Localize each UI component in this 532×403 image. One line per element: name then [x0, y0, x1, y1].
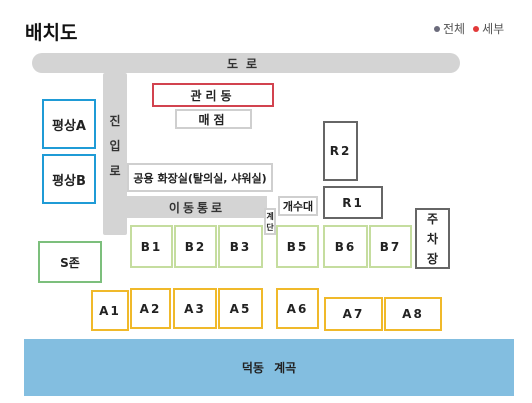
- legend-all-dot-icon: [434, 25, 440, 32]
- zone-r2[interactable]: R2: [323, 121, 358, 181]
- public-toilet[interactable]: 공용 화장실(탈의실, 샤워실): [127, 163, 273, 192]
- zone-a2[interactable]: A2: [130, 288, 171, 329]
- page-title: 배치도: [25, 22, 78, 44]
- legend-all-label: 전체: [443, 22, 466, 36]
- zone-b5[interactable]: B5: [276, 225, 319, 268]
- zone-b1[interactable]: B1: [130, 225, 173, 268]
- road-entry-char: 진: [109, 114, 121, 128]
- zone-s[interactable]: S존: [38, 241, 102, 283]
- parking-char: 차: [426, 232, 439, 246]
- zone-a1[interactable]: A1: [91, 290, 129, 331]
- legend-detail-label: 세부: [482, 22, 505, 36]
- stairs[interactable]: 계 단: [264, 208, 276, 235]
- sink[interactable]: 개수대: [278, 196, 318, 216]
- shop[interactable]: 매점: [175, 109, 252, 129]
- office-building[interactable]: 관리동: [152, 83, 274, 107]
- road-entry-label: 진 입 로: [103, 112, 127, 179]
- zone-a7[interactable]: A7: [324, 297, 383, 331]
- zone-a6[interactable]: A6: [276, 288, 319, 329]
- zone-a5[interactable]: A5: [218, 288, 263, 329]
- zone-b3[interactable]: B3: [218, 225, 263, 268]
- road-entry: [103, 73, 127, 235]
- stairs-char: 계: [266, 211, 274, 221]
- stream: 덕동 계곡: [24, 339, 514, 396]
- zone-a3[interactable]: A3: [173, 288, 217, 329]
- zone-r1[interactable]: R1: [323, 186, 383, 219]
- legend-detail[interactable]: 세부: [473, 20, 504, 37]
- road-entry-char: 입: [109, 139, 121, 153]
- zone-pyeongsang-a[interactable]: 평상A: [42, 99, 96, 149]
- road-entry-char: 로: [109, 164, 121, 178]
- zone-b7[interactable]: B7: [369, 225, 412, 268]
- zone-b6[interactable]: B6: [323, 225, 368, 268]
- legend-detail-dot-icon: [473, 25, 480, 32]
- road-top: 도로: [32, 53, 460, 73]
- zone-a8[interactable]: A8: [384, 297, 442, 331]
- zone-pyeongsang-b[interactable]: 평상B: [42, 154, 96, 204]
- legend: 전체 세부: [434, 20, 504, 37]
- parking[interactable]: 주 차 장: [415, 208, 450, 269]
- legend-all[interactable]: 전체: [434, 20, 465, 37]
- parking-char: 장: [426, 252, 439, 266]
- road-move: 이동통로: [127, 196, 267, 218]
- stairs-char: 단: [266, 222, 274, 232]
- zone-b2[interactable]: B2: [174, 225, 217, 268]
- parking-char: 주: [426, 212, 439, 226]
